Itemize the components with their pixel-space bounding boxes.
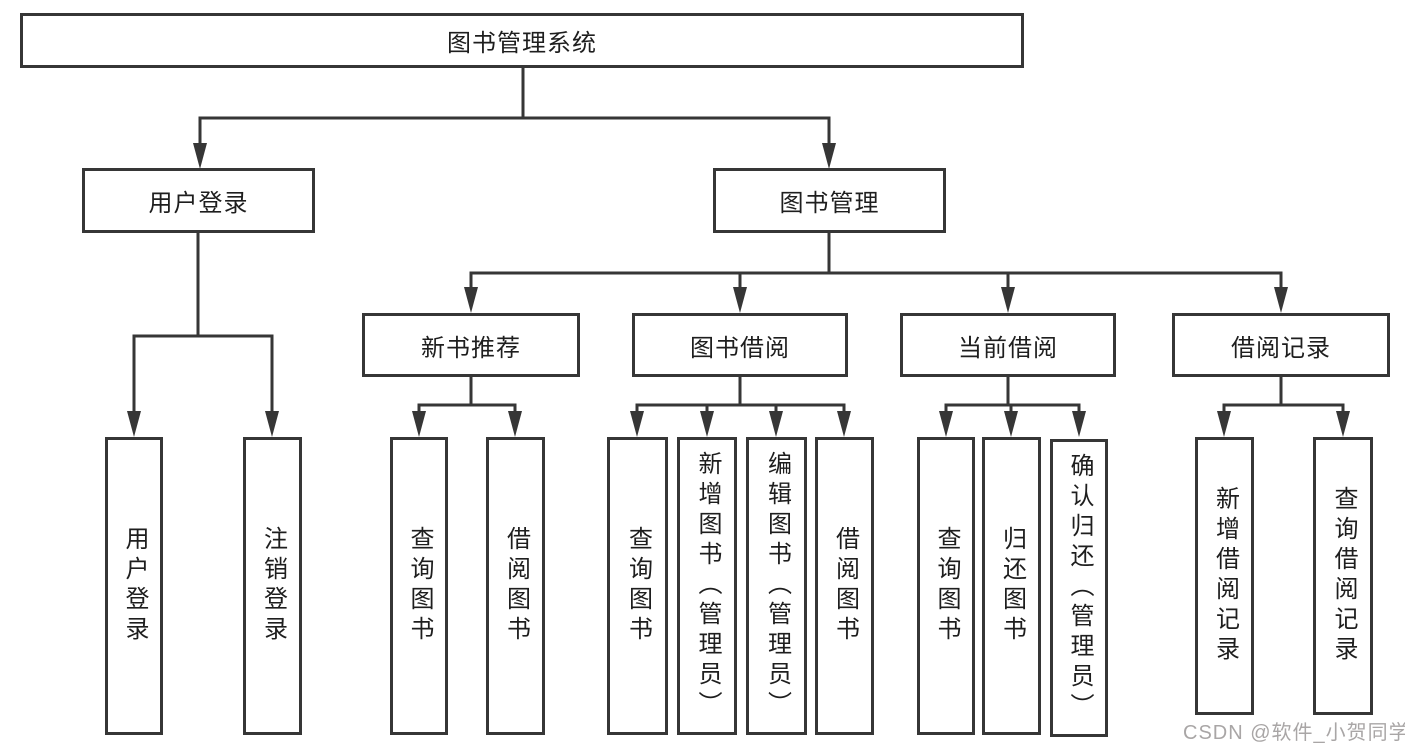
arrowheads-new-book-rec-group: [412, 411, 522, 437]
node-book-mgmt: 图书管理: [713, 168, 946, 233]
connector-borrow-record-group: [1222, 377, 1345, 413]
node-borrow-record: 借阅记录: [1172, 313, 1390, 377]
leaf-bb-borrow-books: 借阅图书: [815, 437, 874, 735]
leaf-br-add-record: 新增借阅记录: [1195, 437, 1254, 715]
leaf-bb-add-books-admin: 新增图书（管理员）: [677, 437, 737, 735]
leaf-rec-query-books: 查询图书: [390, 437, 448, 735]
connector-book-borrow-group: [635, 377, 846, 413]
leaf-bb-query-books: 查询图书: [607, 437, 668, 735]
arrowheads-book-borrow-group: [630, 411, 851, 437]
arrowheads-borrow-record-group: [1217, 411, 1350, 437]
connector-user-login-group: [132, 233, 274, 413]
arrowheads-current-borrow-group: [939, 411, 1086, 437]
leaf-rec-borrow-books: 借阅图书: [486, 437, 545, 735]
leaf-logout: 注销登录: [243, 437, 302, 735]
node-user-login: 用户登录: [82, 168, 315, 233]
arrowheads-level2: [193, 143, 836, 169]
leaf-cb-return-books: 归还图书: [982, 437, 1041, 735]
connector-current-borrow-group: [944, 377, 1081, 413]
leaf-br-query-record: 查询借阅记录: [1313, 437, 1373, 715]
connector-book-mgmt-group: [469, 233, 1283, 289]
node-root: 图书管理系统: [20, 13, 1024, 68]
node-new-book-rec: 新书推荐: [362, 313, 580, 377]
leaf-bb-edit-books-admin: 编辑图书（管理员）: [746, 437, 807, 735]
leaf-cb-query-books: 查询图书: [917, 437, 975, 735]
node-current-borrow: 当前借阅: [900, 313, 1116, 377]
leaf-cb-confirm-return-admin: 确认归还（管理员）: [1050, 439, 1108, 737]
node-book-borrow: 图书借阅: [632, 313, 848, 377]
csdn-watermark: CSDN @软件_小贺同学: [1183, 722, 1405, 744]
connector-root-to-level2: [198, 68, 831, 145]
leaf-user-login: 用户登录: [105, 437, 163, 735]
connector-new-book-rec-group: [417, 377, 517, 413]
arrowheads-user-login-group: [127, 411, 279, 437]
arrowheads-book-mgmt-group: [464, 287, 1288, 313]
